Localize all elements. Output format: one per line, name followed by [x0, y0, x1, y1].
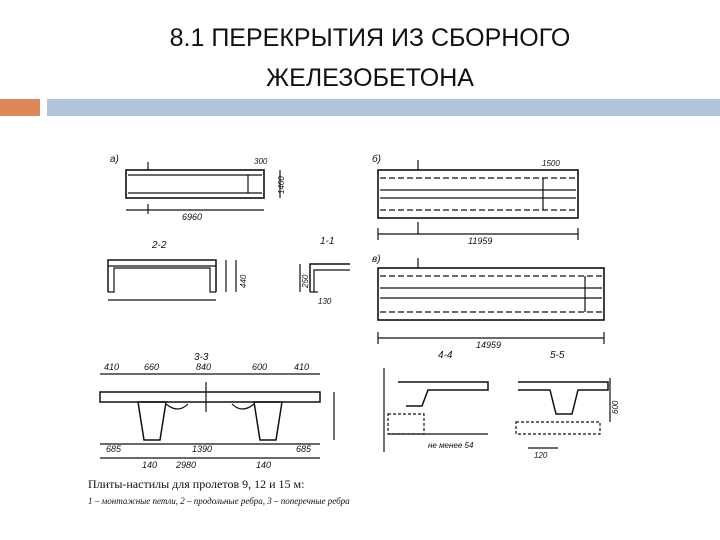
plan-view-v [377, 258, 605, 344]
caption-title: Плиты-настилы для пролетов 9, 12 и 15 м: [88, 477, 304, 491]
title-line-1: 8.1 ПЕРЕКРЫТИЯ ИЗ СБОРНОГО [169, 24, 571, 52]
dimension-250: 250 [301, 274, 310, 289]
dimension-600: 600 [252, 362, 267, 372]
view-v-label: в) [372, 254, 381, 265]
view-b-label: б) [372, 153, 381, 165]
section-3-3 [99, 373, 335, 459]
section-5-5-label: 5-5 [550, 350, 565, 361]
dimension-1390: 1390 [192, 444, 212, 454]
dimension-685-right: 685 [296, 444, 312, 454]
section-2-2-label: 2-2 [151, 240, 167, 251]
dimension-660: 660 [144, 362, 159, 372]
section-4-4-label: 4-4 [438, 350, 453, 361]
dimension-1500: 1500 [542, 159, 560, 168]
section-1-1 [299, 263, 350, 293]
plan-view-a [125, 162, 281, 214]
view-a-label: а) [110, 154, 119, 165]
technical-drawing: а) б) в) 2-2 1-1 3-3 4-4 5-5 6960 11959 … [88, 153, 618, 506]
accent-block [0, 99, 40, 116]
dimension-685-left: 685 [106, 444, 122, 454]
dimension-140-left: 140 [142, 460, 157, 470]
dimension-1400: 1400 [277, 176, 286, 194]
dimension-440: 440 [239, 274, 248, 288]
dimension-6960: 6960 [182, 212, 202, 222]
dimension-600-section: 600 [611, 400, 618, 414]
caption-legend: 1 – монтажные петли, 2 – продольные ребр… [88, 496, 350, 506]
section-1-1-label: 1-1 [320, 236, 334, 247]
dimension-840: 840 [196, 362, 211, 372]
section-3-3-label: 3-3 [194, 352, 209, 363]
section-2-2 [107, 259, 237, 301]
dimension-140-right: 140 [256, 460, 271, 470]
dimension-120: 120 [534, 451, 548, 460]
section-5-5 [515, 378, 611, 449]
dimension-14959: 14959 [476, 340, 501, 350]
plan-view-b [377, 160, 579, 240]
title-line-2: ЖЕЛЕЗОБЕТОНА [266, 64, 474, 92]
dimension-11959: 11959 [468, 236, 492, 246]
header-bar [47, 99, 720, 116]
dimension-300: 300 [254, 157, 268, 166]
min-note: не менее 54 [428, 441, 474, 450]
dimension-130: 130 [318, 297, 332, 306]
dimension-2980: 2980 [175, 460, 196, 470]
dimension-410-left: 410 [104, 362, 119, 372]
section-4-4 [383, 368, 489, 452]
slide-title: 8.1 ПЕРЕКРЫТИЯ ИЗ СБОРНОГО ЖЕЛЕЗОБЕТОНА [60, 18, 680, 98]
dimension-410-right: 410 [294, 362, 309, 372]
